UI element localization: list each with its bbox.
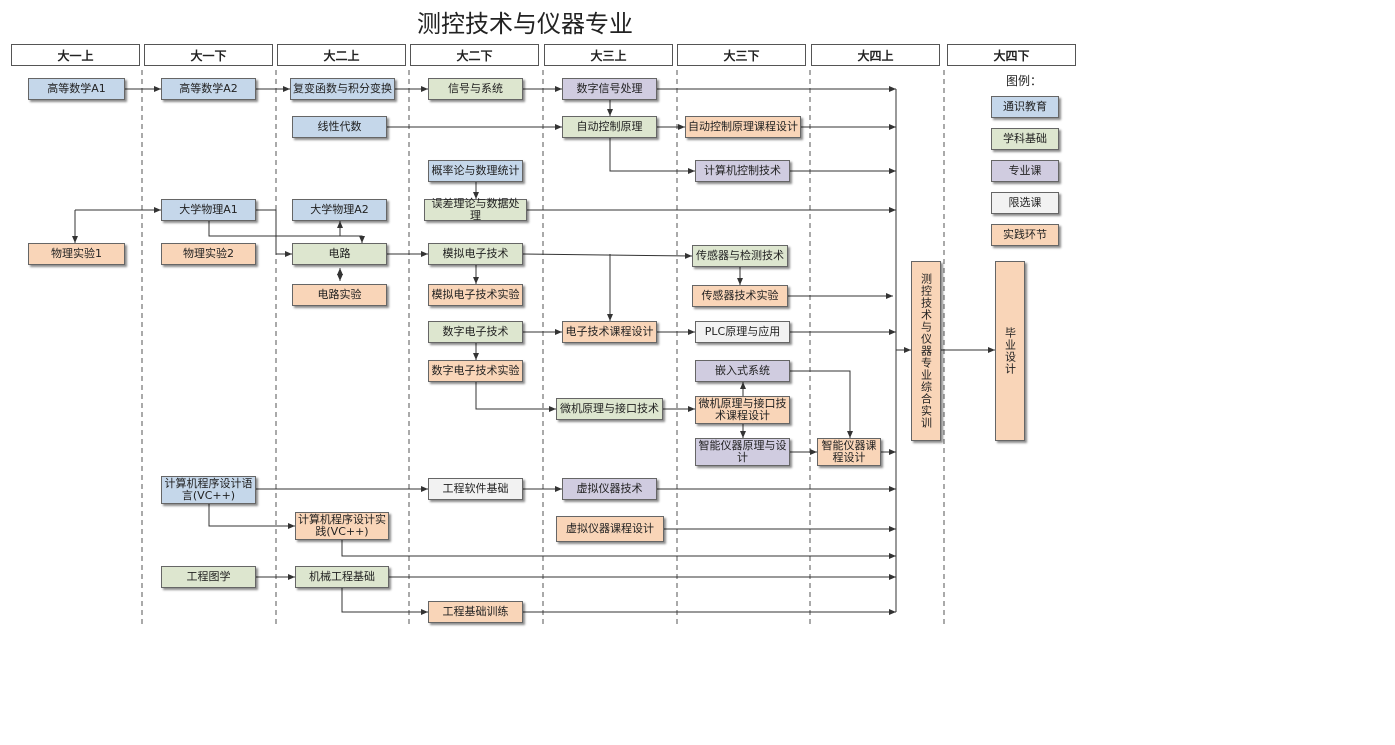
prerequisite-arrow xyxy=(522,252,693,259)
course-dianlu: 电路 xyxy=(292,243,387,265)
course-bysj: 毕业设计 xyxy=(995,261,1025,441)
course-cgqsy: 传感器技术实验 xyxy=(692,285,788,307)
course-cgq: 传感器与检测技术 xyxy=(692,245,788,267)
course-gll: 概率论与数理统计 xyxy=(428,160,523,182)
prerequisite-arrows xyxy=(72,86,995,615)
course-mndzsy: 模拟电子技术实验 xyxy=(428,284,523,306)
course-mndz: 模拟电子技术 xyxy=(428,243,523,265)
course-szxh: 数字信号处理 xyxy=(562,78,657,100)
legend-item-practice: 实践环节 xyxy=(991,224,1059,246)
course-gcrj: 工程软件基础 xyxy=(428,478,523,500)
course-dxwl-a1: 大学物理A1 xyxy=(161,199,256,221)
course-dlsy: 电路实验 xyxy=(292,284,387,306)
prerequisite-arrow xyxy=(256,209,292,257)
course-fbhs: 复变函数与积分变换 xyxy=(290,78,395,100)
course-wjkc: 微机原理与接口技术课程设计 xyxy=(695,396,790,424)
course-xxds: 线性代数 xyxy=(292,116,387,138)
semester-4-header: 大二下 xyxy=(410,44,539,66)
course-xhxt: 信号与系统 xyxy=(428,78,523,100)
semester-8-header: 大四下 xyxy=(947,44,1076,66)
course-znyq: 智能仪器原理与设计 xyxy=(695,438,790,466)
course-zhsx: 测控技术与仪器专业综合实训 xyxy=(911,261,941,441)
course-xnyqkc: 虚拟仪器课程设计 xyxy=(556,516,664,542)
page-title: 测控技术与仪器专业 xyxy=(417,10,633,38)
course-xnyq: 虚拟仪器技术 xyxy=(562,478,657,500)
legend-item-general: 通识教育 xyxy=(991,96,1059,118)
semester-7-header: 大四上 xyxy=(811,44,940,66)
semester-5-header: 大三上 xyxy=(544,44,673,66)
course-szdz: 数字电子技术 xyxy=(428,321,523,343)
course-dzkc: 电子技术课程设计 xyxy=(562,321,657,343)
course-vc-prac: 计算机程序设计实践(VC++) xyxy=(295,512,389,540)
course-wcll: 误差理论与数据处理 xyxy=(424,198,527,222)
course-jxgc: 机械工程基础 xyxy=(295,566,389,588)
course-zdkz: 自动控制原理 xyxy=(562,116,657,138)
semester-dividers xyxy=(141,70,945,626)
course-wjyl: 微机原理与接口技术 xyxy=(556,398,663,420)
semester-1-header: 大一上 xyxy=(11,44,140,66)
prerequisite-arrow xyxy=(208,221,343,237)
legend-item-major: 专业课 xyxy=(991,160,1059,182)
course-plc: PLC原理与应用 xyxy=(695,321,790,343)
course-vc-lang: 计算机程序设计语言(VC++) xyxy=(161,476,256,504)
course-qrs: 嵌入式系统 xyxy=(695,360,790,382)
legend-title: 图例： xyxy=(1005,74,1042,88)
semester-6-header: 大三下 xyxy=(677,44,806,66)
prerequisite-arrow xyxy=(341,540,896,559)
course-zdkzkc: 自动控制原理课程设计 xyxy=(685,116,801,138)
course-gdsx-a2: 高等数学A2 xyxy=(161,78,256,100)
prerequisite-arrow xyxy=(790,370,853,438)
course-gcjc: 工程基础训练 xyxy=(428,601,523,623)
course-wlsy2: 物理实验2 xyxy=(161,243,256,265)
course-dxwl-a2: 大学物理A2 xyxy=(292,199,387,221)
prerequisite-arrow xyxy=(609,138,695,174)
prerequisite-arrow xyxy=(340,235,365,243)
semester-2-header: 大一下 xyxy=(144,44,273,66)
course-jsjkz: 计算机控制技术 xyxy=(695,160,790,182)
prerequisite-arrow xyxy=(341,588,428,615)
semester-3-header: 大二上 xyxy=(277,44,406,66)
course-gctx: 工程图学 xyxy=(161,566,256,588)
course-wlsy1: 物理实验1 xyxy=(28,243,125,265)
legend-item-elective: 限选课 xyxy=(991,192,1059,214)
legend-item-basic: 学科基础 xyxy=(991,128,1059,150)
prerequisite-arrow xyxy=(208,504,295,529)
course-znyqkc: 智能仪器课程设计 xyxy=(817,438,881,466)
course-gdsx-a1: 高等数学A1 xyxy=(28,78,125,100)
prerequisite-arrow xyxy=(475,382,556,412)
course-szdzsy: 数字电子技术实验 xyxy=(428,360,523,382)
